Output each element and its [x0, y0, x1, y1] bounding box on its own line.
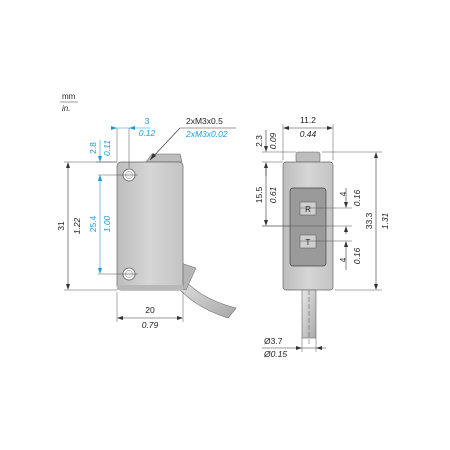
side-height-in: 1.22	[72, 217, 82, 234]
side-top-mm: 2.8	[88, 142, 98, 154]
front-top-in: 0.09	[268, 132, 278, 149]
front-r-in: 0.16	[352, 189, 362, 206]
side-height-mm: 31	[56, 221, 66, 231]
front-lens-in: 0.61	[268, 186, 278, 203]
units-legend: mm in.	[60, 92, 78, 113]
side-holex-mm: 3	[145, 116, 150, 126]
front-width-in: 0.44	[300, 129, 317, 139]
thread-in: 2xM3x0.02	[185, 129, 228, 139]
thread-mm: 2xM3x0.5	[186, 116, 223, 126]
side-view: 31 1.22 25.4 1.00 2.8 0.11 3 0.12 2xM3x0…	[56, 116, 237, 330]
lens-window	[289, 187, 327, 267]
front-r-mm: 4	[338, 191, 348, 196]
front-view: R T 11.2 0.44 2.3 0.09 15.5 0.61	[254, 115, 390, 359]
side-width-mm: 20	[145, 305, 155, 315]
unit-in: in.	[62, 104, 70, 113]
side-width-in: 0.79	[142, 320, 159, 330]
front-height-in: 1.31	[380, 212, 390, 229]
front-cable-in: Ø0.15	[263, 349, 287, 359]
side-holes-in: 1.00	[102, 215, 112, 232]
front-top-cap	[295, 151, 321, 163]
side-holes-mm: 25.4	[88, 215, 98, 232]
front-cable-mm: Ø3.7	[264, 336, 283, 346]
front-lens-mm: 15.5	[254, 186, 264, 203]
unit-mm: mm	[62, 92, 76, 101]
side-top-in: 0.11	[102, 140, 112, 156]
front-width-mm: 11.2	[300, 115, 316, 125]
front-t-mm: 4	[338, 257, 348, 262]
receiver-label: R	[305, 205, 311, 214]
side-holex-in: 0.12	[139, 128, 156, 138]
front-t-in: 0.16	[352, 247, 362, 264]
front-top-mm: 2.3	[254, 135, 264, 147]
side-cable	[171, 271, 237, 319]
front-height-mm: 33.3	[364, 212, 374, 229]
transmitter-label: T	[306, 238, 311, 247]
